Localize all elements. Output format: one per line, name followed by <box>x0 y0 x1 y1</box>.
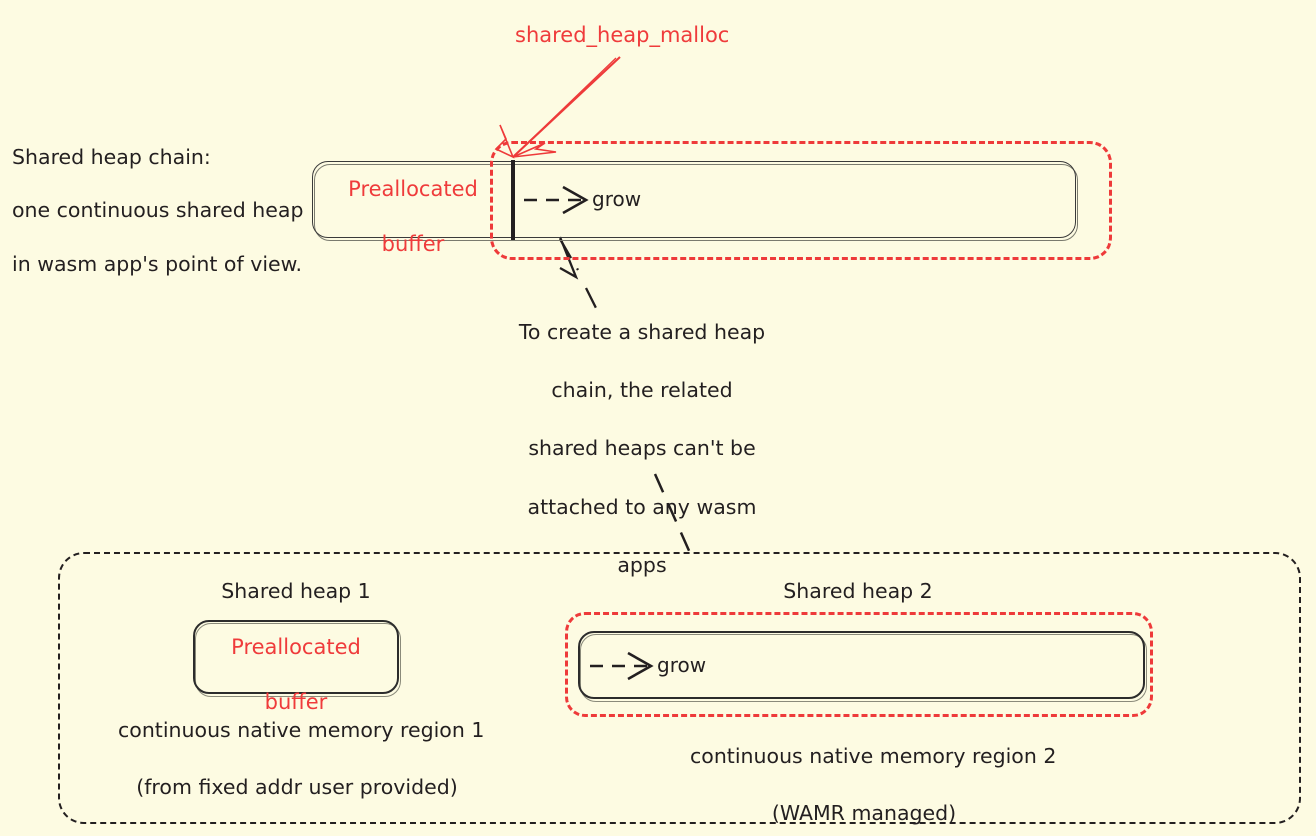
shared-heap-2-box <box>578 631 1145 699</box>
note-line-2: chain, the related <box>551 378 733 403</box>
chain-desc-line-1: Shared heap chain: <box>12 145 211 169</box>
heap1-prealloc-line-1: Preallocated <box>231 635 361 659</box>
native-memory-regions-group-outline <box>58 552 1301 824</box>
continuous-shared-heap-box <box>312 161 1076 238</box>
shared-heap-1-box <box>193 620 399 694</box>
shared-heap-boundary-divider <box>511 160 515 240</box>
top-prealloc-line-1: Preallocated <box>348 177 478 201</box>
chain-desc-line-3: in wasm app's point of view. <box>12 251 303 276</box>
note-line-4: attached to any wasm <box>527 494 757 519</box>
shared-heap-2-title: Shared heap 2 <box>783 579 933 603</box>
top-prealloc-line-2: buffer <box>381 231 445 256</box>
shared-heap-chain-note: To create a shared heap chain, the relat… <box>492 318 792 580</box>
shared-heap-malloc-label: shared_heap_malloc <box>515 23 730 47</box>
heap2-grow-label: grow <box>657 653 707 677</box>
continuous-shared-heap-box-shadow <box>314 164 1078 241</box>
heap1-prealloc-line-2: buffer <box>264 689 328 714</box>
note-line-5: apps <box>617 552 667 577</box>
chain-desc-line-2: one continuous shared heap <box>12 198 304 223</box>
shared-heap-chain-description: Shared heap chain: one continuous shared… <box>12 144 303 277</box>
region2-line-2: (WAMR managed) <box>771 800 957 825</box>
shared-heap-2-box-shadow <box>580 634 1147 702</box>
shared-heap-1-box-shadow <box>195 623 401 697</box>
region1-line-2: (from fixed addr user provided) <box>136 774 458 799</box>
note-line-3: shared heaps can't be <box>528 436 756 461</box>
top-grow-label: grow <box>592 187 642 211</box>
top-growable-region-dashed-outline <box>490 141 1112 260</box>
region2-line-1: continuous native memory region 2 <box>690 744 1057 768</box>
shared-heap-2-growable-dashed-outline <box>565 612 1153 717</box>
top-preallocated-buffer-label: Preallocated buffer <box>338 176 488 258</box>
native-memory-region-1-caption: continuous native memory region 1 (from … <box>118 716 485 801</box>
heap1-preallocated-buffer-label: Preallocated buffer <box>196 634 396 716</box>
note-line-1: To create a shared heap <box>518 320 766 344</box>
region1-line-1: continuous native memory region 1 <box>118 718 485 742</box>
shared-heap-1-title: Shared heap 1 <box>221 579 371 603</box>
native-memory-region-2-caption: continuous native memory region 2 (WAMR … <box>690 742 1057 827</box>
